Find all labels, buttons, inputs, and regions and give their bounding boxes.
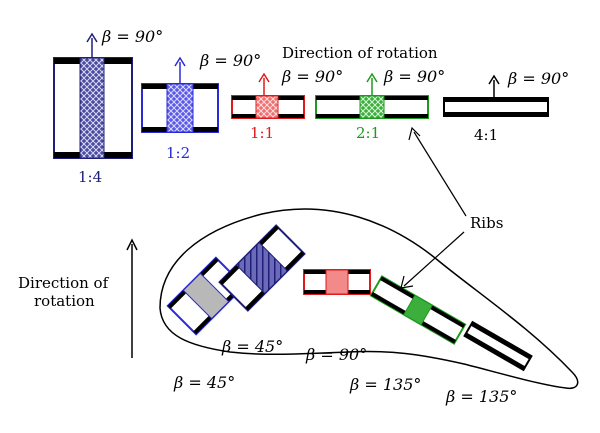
channel-1-2: [141, 56, 219, 133]
direction-of-rotation-left-line2: rotation: [34, 292, 95, 310]
beta-4-1: β = 90°: [507, 69, 569, 88]
blade-channel-90-red: [303, 269, 371, 295]
blade-beta-135-upper: β = 135°: [349, 375, 421, 394]
blade-channel-135-black: [463, 320, 533, 372]
blade-beta-135-lower: β = 135°: [445, 387, 517, 406]
beta-1-2: β = 90°: [199, 51, 261, 70]
channel-1-1: [231, 72, 305, 119]
blade-beta-45-lower: β = 45°: [173, 373, 235, 392]
ribs-pointer-bottom-head: [400, 275, 414, 289]
ribs-pointer-top-head: [408, 126, 421, 141]
channel-2-1: [315, 72, 429, 119]
blade-beta-90: β = 90°: [305, 345, 367, 364]
ratio-1-4: 1:4: [78, 168, 102, 186]
rotation-arrowhead-left: [126, 238, 138, 251]
channel-4-1: [443, 74, 549, 117]
channel-1-4: [53, 32, 133, 159]
beta-2-1: β = 90°: [383, 67, 445, 86]
ratio-1-1: 1:1: [250, 124, 274, 142]
beta-1-1: β = 90°: [281, 67, 343, 86]
ratio-2-1: 2:1: [356, 124, 380, 142]
ratio-4-1: 4:1: [474, 126, 498, 144]
ribs-pointer-top: [413, 131, 467, 217]
blade-beta-45-upper: β = 45°: [221, 337, 283, 356]
beta-1-4: β = 90°: [101, 27, 163, 46]
direction-of-rotation-left-line1: Direction of: [18, 274, 110, 292]
ratio-1-2: 1:2: [166, 144, 190, 162]
blade-channel-45-navy: [218, 224, 306, 312]
ribs-label: Ribs: [470, 214, 503, 232]
blade-channel-135-green: [369, 275, 467, 345]
ribs-pointer-bottom: [403, 231, 465, 287]
direction-of-rotation-top: Direction of rotation: [282, 44, 438, 62]
